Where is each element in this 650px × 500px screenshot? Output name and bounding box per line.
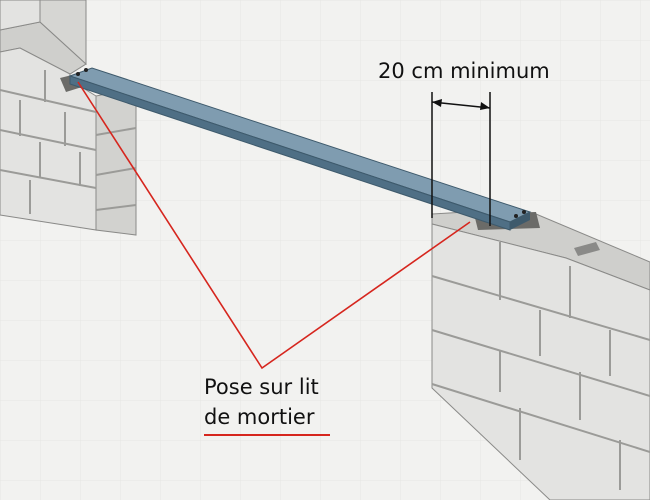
dimension-label: 20 cm minimum (378, 59, 550, 83)
left-wall (0, 0, 137, 236)
callout-text-line2: de mortier (204, 405, 315, 429)
lintel-beam (68, 67, 532, 231)
dimension-marker (431, 92, 491, 226)
callout-underline (204, 434, 330, 436)
callout-text-line1: Pose sur lit (204, 375, 319, 399)
mortar-callout-leader (77, 81, 471, 370)
